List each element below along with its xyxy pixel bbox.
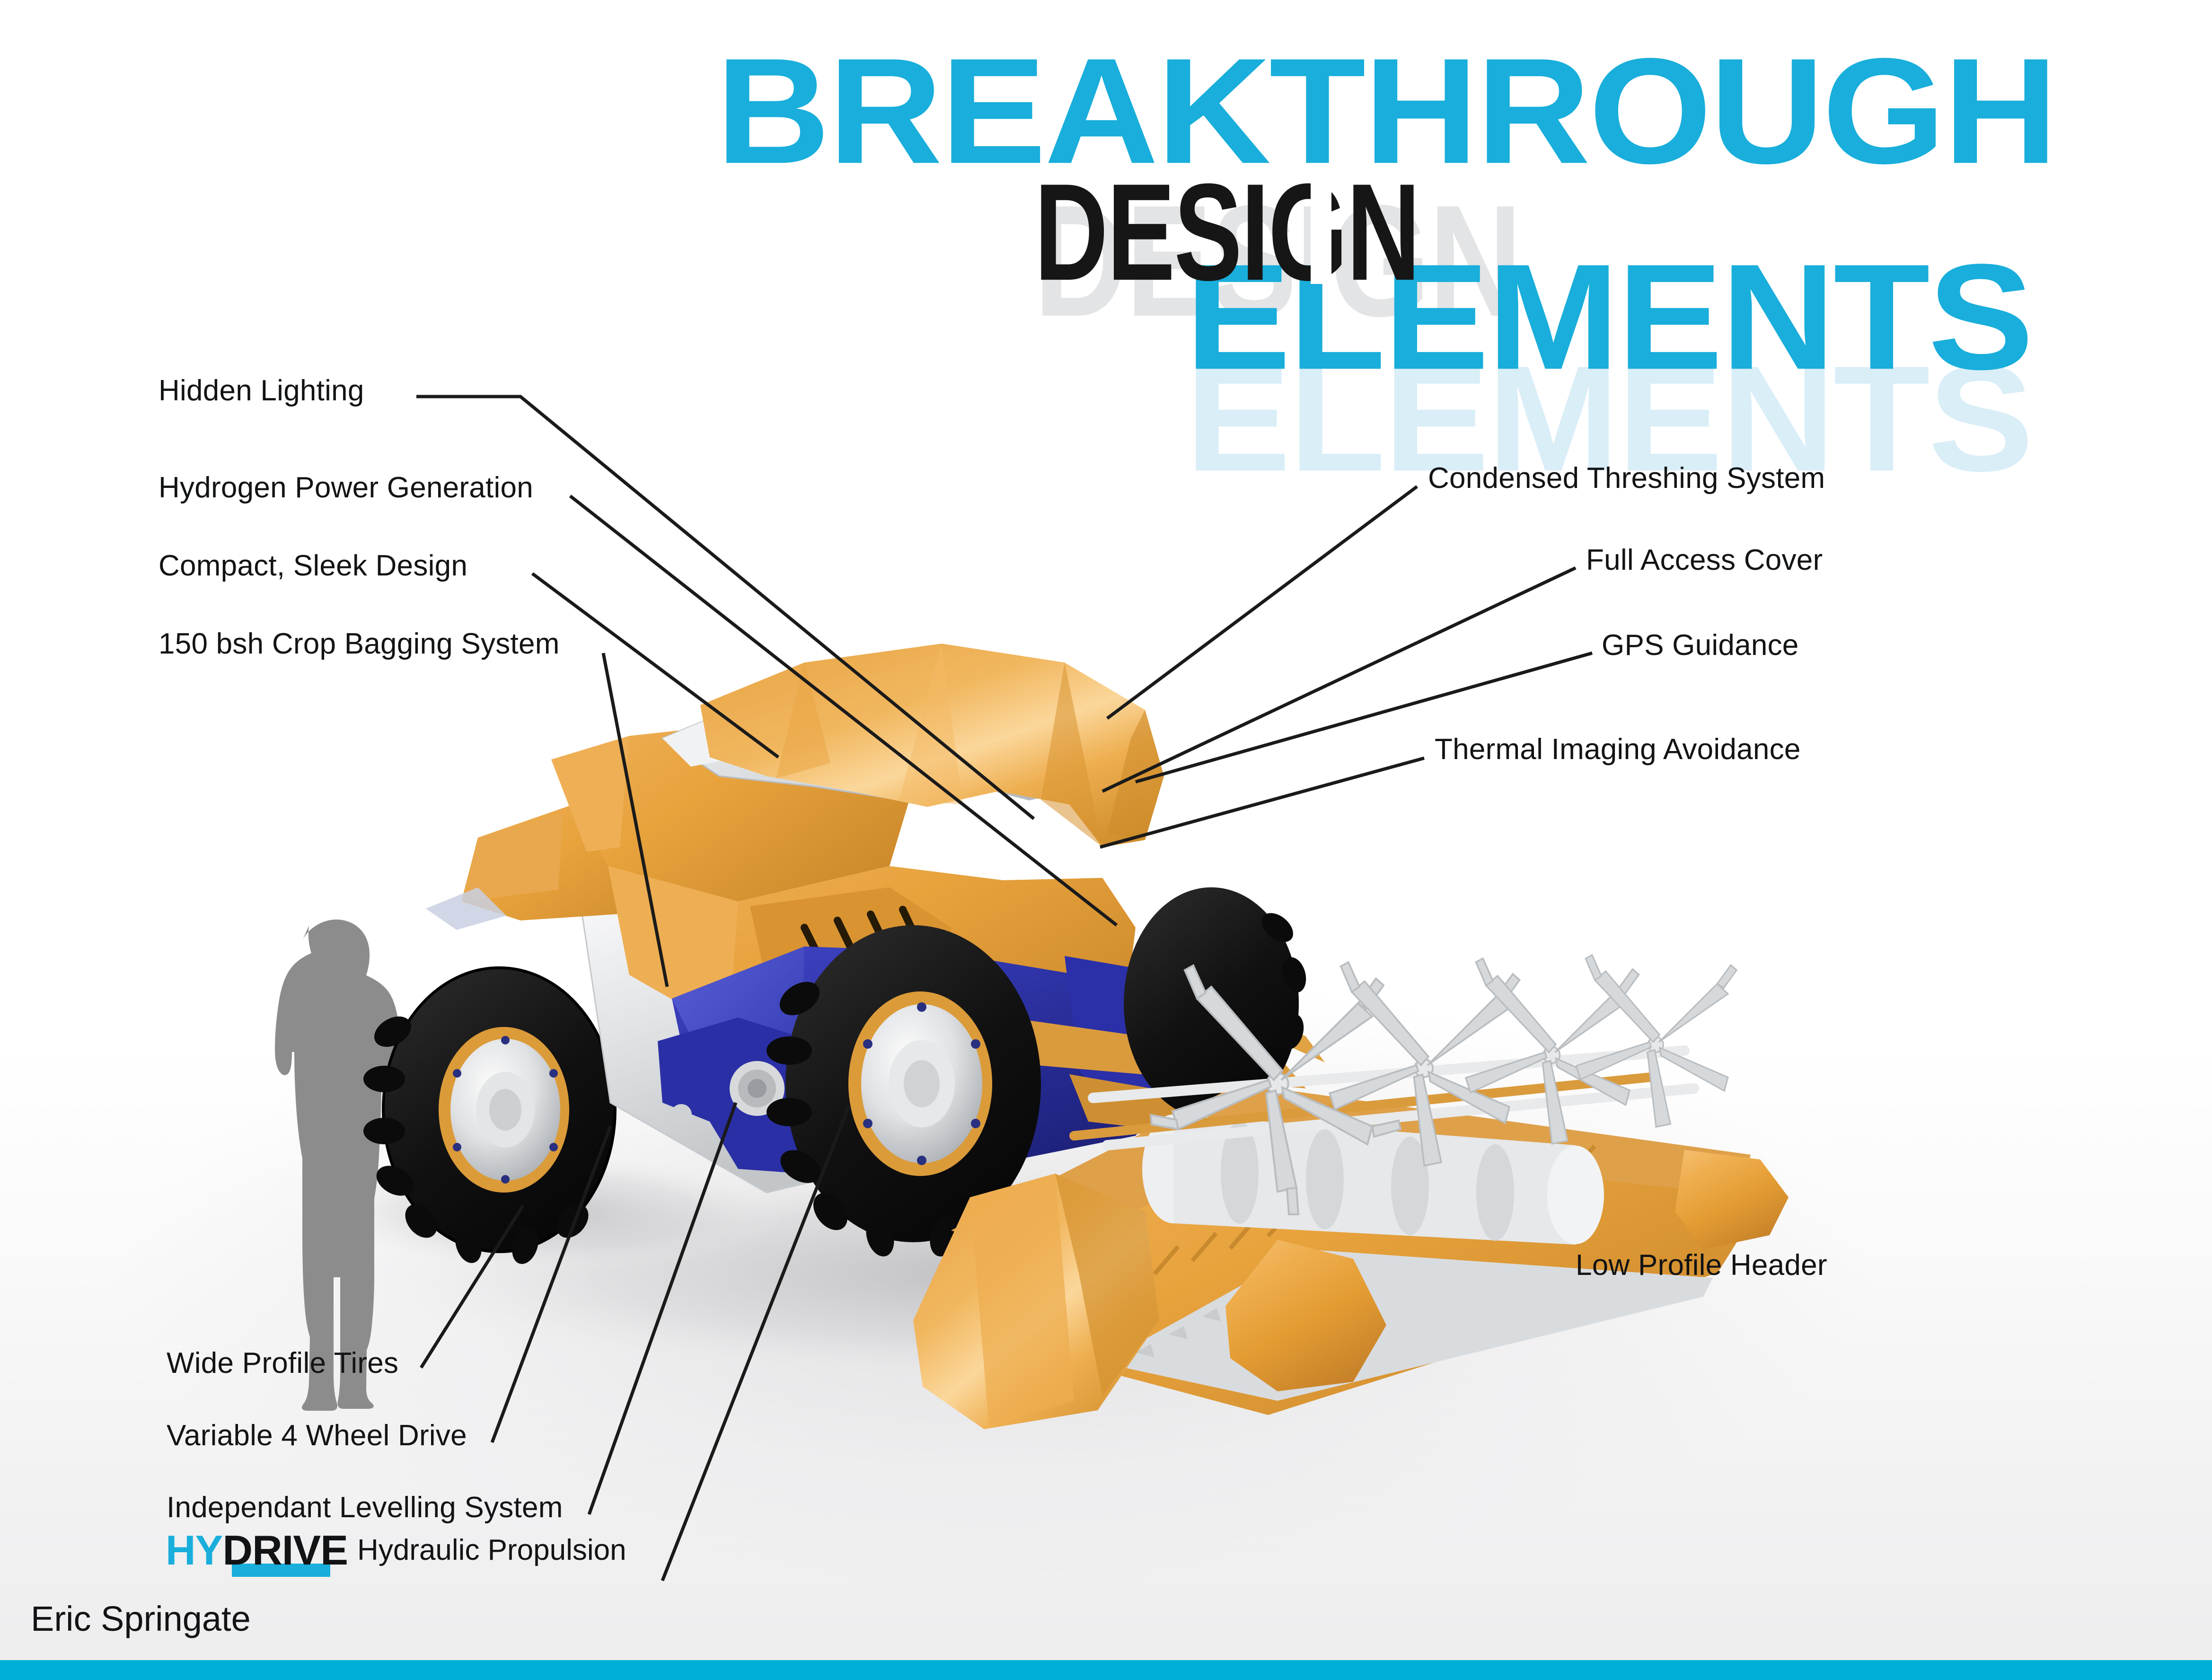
title-design-ghost: DESIGN <box>1034 171 1522 350</box>
label-crop-bagging: 150 bsh Crop Bagging System <box>159 628 560 660</box>
footer-accent-bar <box>0 1660 2212 1680</box>
label-condensed-threshing: Condensed Threshing System <box>1428 462 1825 495</box>
hydrive-logo: HYDRIVE <box>166 1527 348 1577</box>
low-profile-header <box>913 954 1789 1429</box>
label-compact-sleek: Compact, Sleek Design <box>159 549 468 582</box>
reel-assembly <box>1149 954 1738 1215</box>
title-breakthrough: BREAKTHROUGH <box>716 26 2058 195</box>
label-thermal-imaging: Thermal Imaging Avoidance <box>1435 733 1801 766</box>
human-scale-silhouette <box>275 919 402 1411</box>
design-letter-knockout <box>1311 182 1331 284</box>
hydrive-logo-suffix: DRIVE <box>222 1527 348 1574</box>
label-hydrogen-power: Hydrogen Power Generation <box>159 471 533 504</box>
label-wide-profile-tires: Wide Profile Tires <box>167 1347 399 1379</box>
author-name: Eric Springate <box>31 1599 251 1638</box>
label-hidden-lighting: Hidden Lighting <box>159 374 364 407</box>
title-elements-reflection: ELEMENTS <box>1185 334 2034 503</box>
title-block: ELEMENTS DESIGN BREAKTHROUGH ELEMENTS DE… <box>0 0 2212 494</box>
label-full-access-cover: Full Access Cover <box>1586 544 1823 576</box>
label-low-profile-header: Low Profile Header <box>1576 1249 1827 1282</box>
hydrive-logo-row: HYDRIVE Hydraulic Propulsion <box>166 1530 626 1582</box>
label-independant-level: Independant Levelling System <box>167 1491 563 1524</box>
label-variable-4wd: Variable 4 Wheel Drive <box>167 1419 467 1452</box>
label-gps-guidance: GPS Guidance <box>1602 629 1799 662</box>
title-design-overlay: DESIGN <box>1034 155 1420 309</box>
hydrive-caption: Hydraulic Propulsion <box>357 1534 626 1566</box>
hydrive-logo-prefix: HY <box>166 1527 223 1574</box>
